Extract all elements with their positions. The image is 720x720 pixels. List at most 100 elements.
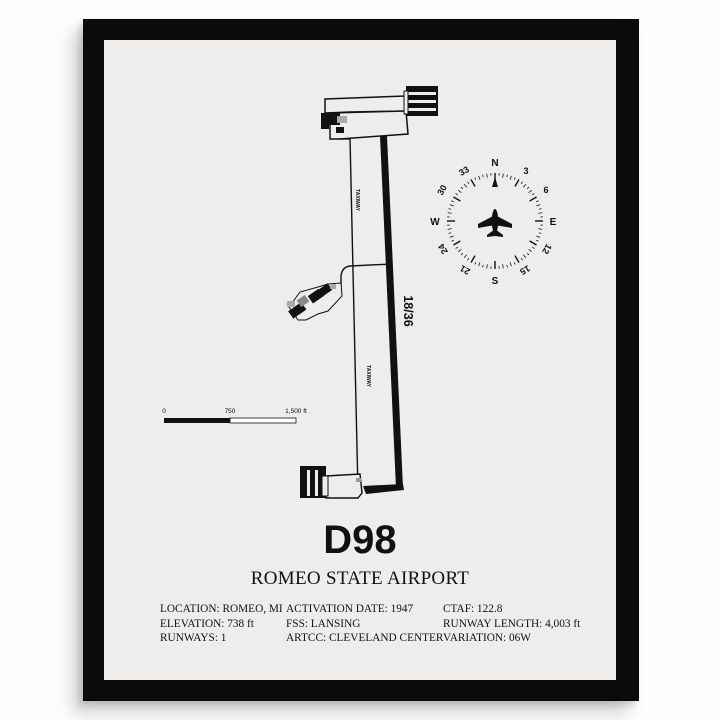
compass-tick [528, 189, 533, 194]
compass-tick [453, 240, 461, 246]
info-column-activation: ACTIVATION DATE: 1947 FSS: LANSING ARTCC… [286, 602, 443, 646]
info-ctaf: CTAF: 122.8 [443, 603, 503, 615]
compass-3-label: 3 [523, 166, 528, 176]
compass-tick [536, 200, 539, 203]
compass-tick [460, 252, 464, 256]
compass-tick [502, 264, 504, 269]
compass-tick [451, 200, 454, 203]
taxiway-label-south: TAXIWAY [365, 365, 371, 388]
compass-arrow-icon [492, 177, 498, 187]
info-column-ctaf: CTAF: 122.8 RUNWAY LENGTH: 4,003 ft VARI… [443, 602, 580, 646]
compass-tick [529, 240, 537, 246]
compass-rose [447, 173, 543, 269]
compass-tick [474, 262, 477, 265]
compass-tick [451, 239, 454, 242]
compass-tick [457, 189, 462, 194]
compass-tick [536, 204, 541, 207]
compass-tick [457, 248, 462, 253]
info-elevation: ELEVATION: 738 ft [160, 617, 254, 630]
compass-tick [520, 181, 523, 184]
compass-tick [522, 254, 527, 259]
compass-tick [532, 193, 535, 196]
compass-tick [486, 264, 488, 269]
compass-tick [526, 186, 530, 190]
compass-tick [514, 179, 520, 187]
compass-33-label: 33 [457, 164, 471, 178]
compass-tick [536, 235, 541, 238]
compass-tick [448, 232, 452, 234]
airport-name: ROMEO STATE AIRPORT [250, 568, 470, 589]
compass-tick [538, 228, 543, 230]
compass-tick [538, 208, 542, 210]
compass-tick [478, 262, 481, 267]
compass-tick [506, 264, 508, 268]
poster-mat [104, 40, 616, 680]
compass-east-label: E [550, 217, 557, 228]
compass-tick [470, 255, 476, 263]
compass-tick [463, 254, 468, 259]
compass-tick [478, 175, 481, 180]
compass-tick [538, 212, 543, 214]
scale-bar: 0 750 1,500 ft [162, 408, 307, 424]
runway-18-36 [363, 136, 404, 494]
info-column-location: LOCATION: ROMEO, MI ELEVATION: 738 ft RU… [160, 602, 283, 646]
taxiway-connector [340, 263, 393, 286]
compass-tick [513, 177, 516, 180]
compass-tick [455, 246, 458, 249]
west-apron [287, 282, 343, 321]
scale-label-mid: 750 [225, 408, 236, 415]
compass-tick [528, 248, 533, 253]
compass-tick [529, 196, 537, 202]
north-apron [321, 95, 409, 140]
compass-tick [449, 235, 454, 238]
compass-north-label: N [491, 158, 498, 169]
compass-tick [536, 239, 539, 242]
compass-tick [538, 232, 542, 234]
compass-tick [514, 255, 520, 263]
compass-21-label: 21 [458, 263, 472, 277]
scale-label-zero: 0 [162, 408, 166, 415]
compass-tick [474, 177, 477, 180]
compass-tick [460, 186, 464, 190]
info-fss: FSS: LANSING [286, 617, 361, 630]
compass-tick [447, 228, 452, 230]
compass-tick [520, 258, 523, 261]
compass-tick [509, 262, 512, 267]
taxiway-parallel [340, 137, 359, 493]
compass-tick [482, 174, 484, 178]
compass-tick [532, 246, 535, 249]
north-hangar-rows [403, 86, 438, 116]
compass-tick [447, 212, 452, 214]
info-variation: VARIATION: 06W [443, 632, 531, 644]
compass-24-label: 24 [436, 242, 450, 256]
compass-tick [522, 183, 527, 188]
compass-west-label: W [430, 217, 440, 228]
compass-tick [506, 174, 508, 178]
airport-code: D98 [323, 518, 397, 562]
compass-15-label: 15 [518, 263, 532, 277]
compass-12-label: 12 [540, 242, 554, 256]
compass-south-label: S [492, 276, 499, 287]
taxiway-label-north: TAXIWAY [354, 189, 360, 212]
compass-6-label: 6 [543, 185, 548, 195]
scale-label-end: 1,500 ft [285, 408, 307, 415]
info-runways: RUNWAYS: 1 [160, 632, 227, 644]
info-location: LOCATION: ROMEO, MI [160, 603, 283, 615]
compass-30-label: 30 [435, 183, 449, 197]
compass-tick [486, 173, 488, 178]
compass-tick [463, 183, 468, 188]
compass-tick [455, 193, 458, 196]
compass-tick [453, 196, 461, 202]
compass-tick [448, 208, 452, 210]
compass-tick [482, 264, 484, 268]
compass-tick [513, 262, 516, 265]
compass-tick [467, 181, 470, 184]
south-apron [300, 466, 363, 499]
compass-tick [449, 204, 454, 207]
info-runway-length: RUNWAY LENGTH: 4,003 ft [443, 617, 581, 630]
compass-tick [467, 258, 470, 261]
compass-tick [502, 173, 504, 178]
info-artcc: ARTCC: CLEVELAND CENTER [286, 632, 444, 644]
compass-tick [470, 179, 476, 187]
